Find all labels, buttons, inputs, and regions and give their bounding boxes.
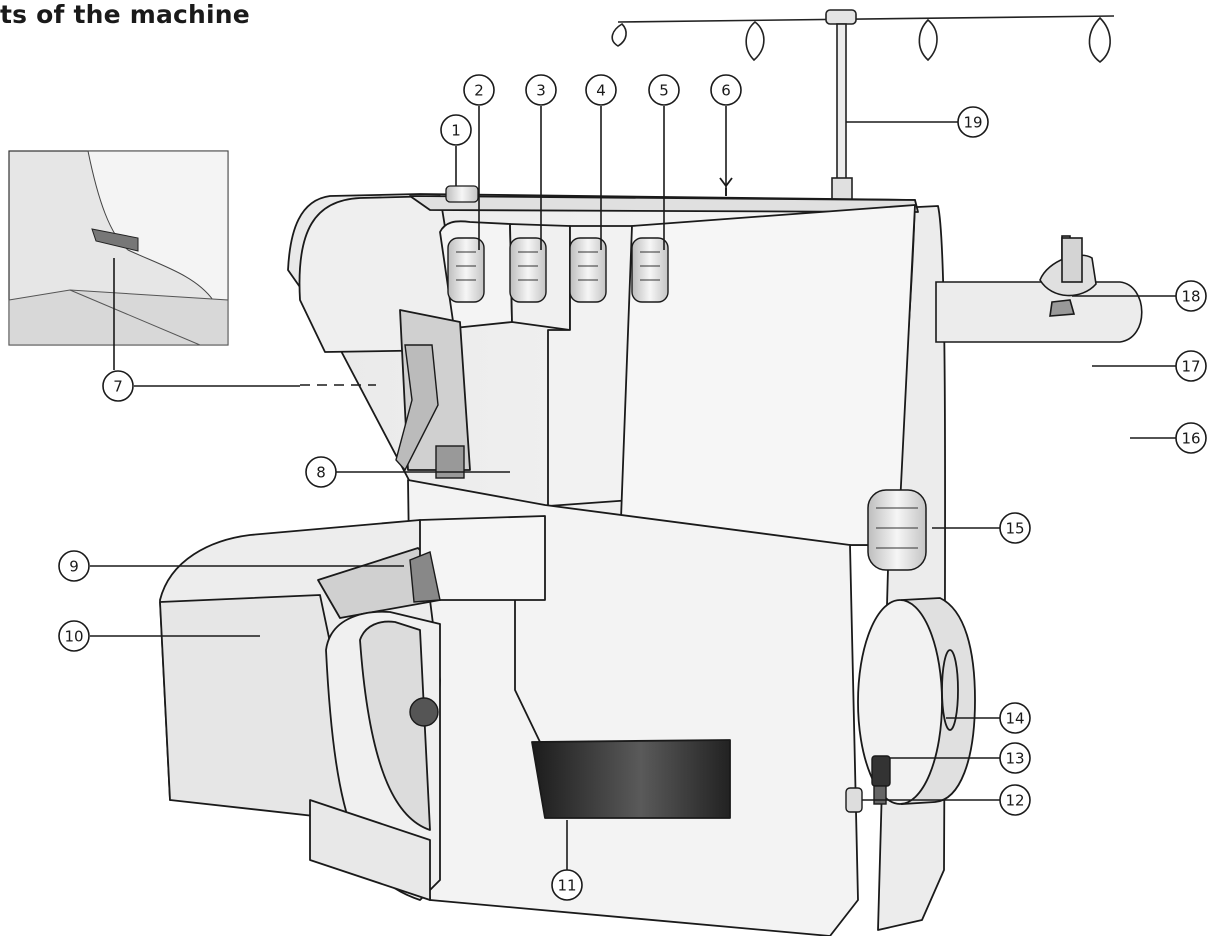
callout-17: 17: [1175, 350, 1207, 382]
callout-circle: [648, 74, 680, 106]
callout-number: 13: [1005, 750, 1024, 768]
tension-dials: [447, 237, 669, 303]
callout-circle: [525, 74, 557, 106]
page-title: ts of the machine: [0, 0, 250, 29]
callout-12: 12: [999, 784, 1031, 816]
callout-circle: [585, 74, 617, 106]
callout-circle: [463, 74, 495, 106]
machine-body: [159, 193, 947, 936]
callout-number: 2: [474, 82, 484, 100]
callout-circle: [999, 512, 1031, 544]
callout-number: 1: [451, 122, 461, 140]
callout-number: 8: [316, 464, 326, 482]
callout-7: 7: [102, 370, 134, 402]
callout-circle: [1175, 280, 1207, 312]
callout-15: 15: [999, 512, 1031, 544]
callout-number: 9: [69, 558, 79, 576]
spool-holder: [935, 235, 1143, 343]
callout-circle: [102, 370, 134, 402]
callout-number: 5: [659, 82, 669, 100]
callout-3: 3: [525, 74, 557, 106]
callout-18: 18: [1175, 280, 1207, 312]
callout-13: 13: [999, 742, 1031, 774]
callout-circle: [58, 550, 90, 582]
callout-number: 7: [113, 378, 123, 396]
callout-9: 9: [58, 550, 90, 582]
callout-16: 16: [1175, 422, 1207, 454]
callout-number: 10: [64, 628, 83, 646]
callout-circle: [710, 74, 742, 106]
callout-number: 11: [557, 877, 576, 895]
callout-circle: [305, 456, 337, 488]
callout-number: 19: [963, 114, 982, 132]
callout-number: 17: [1181, 358, 1200, 376]
callout-circle: [1175, 422, 1207, 454]
callout-circle: [999, 742, 1031, 774]
callout-1: 1: [440, 114, 472, 146]
callout-circle: [999, 784, 1031, 816]
callout-number: 4: [596, 82, 606, 100]
callout-circle: [58, 620, 90, 652]
handwheel: [857, 597, 976, 805]
callout-number: 15: [1005, 520, 1024, 538]
release-lever: [845, 787, 863, 813]
callout-11: 11: [551, 869, 583, 901]
callout-number: 16: [1181, 430, 1200, 448]
inset-detail: [8, 150, 229, 346]
cutting-width-knob: [867, 489, 927, 571]
callout-10: 10: [58, 620, 90, 652]
callout-6: 6: [710, 74, 742, 106]
callout-14: 14: [999, 702, 1031, 734]
callout-circle: [999, 702, 1031, 734]
callout-circle: [551, 869, 583, 901]
callout-number: 18: [1181, 288, 1200, 306]
callout-number: 12: [1005, 792, 1024, 810]
callout-circle: [1175, 350, 1207, 382]
needle-area: [395, 344, 465, 727]
thread-stand: [611, 9, 1115, 205]
callout-8: 8: [305, 456, 337, 488]
top-knob: [445, 185, 479, 203]
callout-circle: [440, 114, 472, 146]
callout-5: 5: [648, 74, 680, 106]
leader-lines: [90, 106, 1176, 870]
callout-number: 14: [1005, 710, 1024, 728]
callout-circle: [957, 106, 989, 138]
callout-4: 4: [585, 74, 617, 106]
callout-19: 19: [957, 106, 989, 138]
callout-2: 2: [463, 74, 495, 106]
callout-number: 3: [536, 82, 546, 100]
callout-number: 6: [721, 82, 731, 100]
